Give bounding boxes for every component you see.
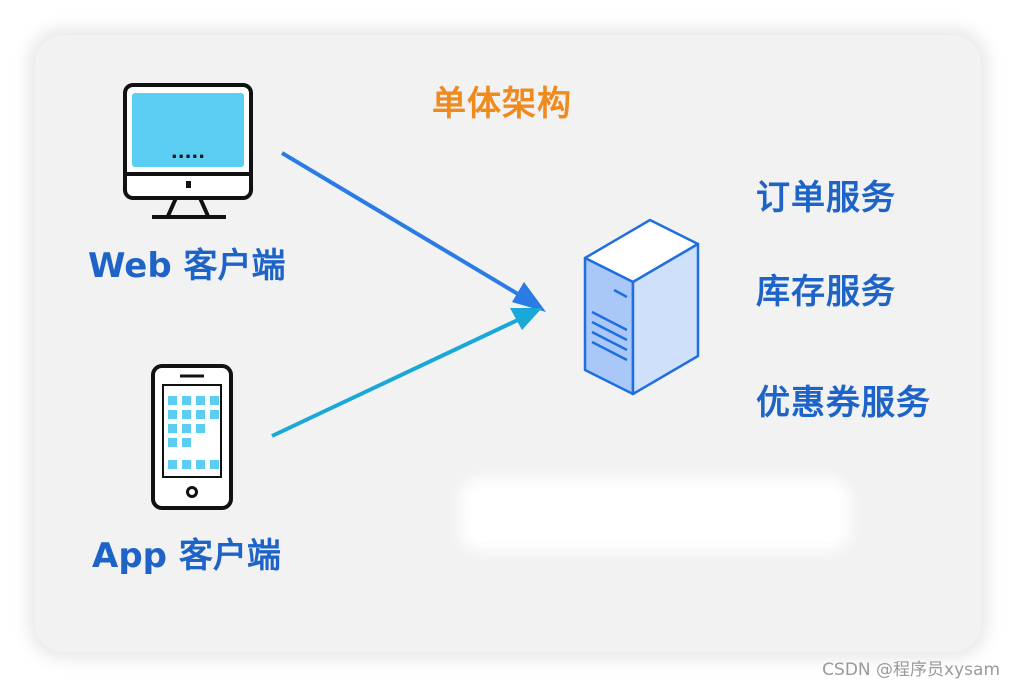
diagram-title: 单体架构 [432, 84, 572, 124]
server-tower-icon [583, 218, 700, 396]
service-label-order: 订单服务 [756, 178, 896, 218]
blurred-overlay [470, 488, 840, 542]
service-label-inventory: 库存服务 [756, 272, 896, 312]
app-to-server-arrow [271, 308, 542, 438]
web-client-label: Web 客户端 [88, 246, 286, 286]
app-client-label: App 客户端 [92, 536, 281, 576]
web-to-server-arrow [280, 151, 546, 312]
smartphone-icon [151, 364, 233, 510]
desktop-monitor-icon: ..... [123, 83, 253, 219]
monitor-screen-text: ..... [171, 142, 205, 163]
service-label-coupon: 优惠券服务 [756, 383, 931, 423]
watermark: CSDN @程序员xysam [822, 660, 1000, 680]
